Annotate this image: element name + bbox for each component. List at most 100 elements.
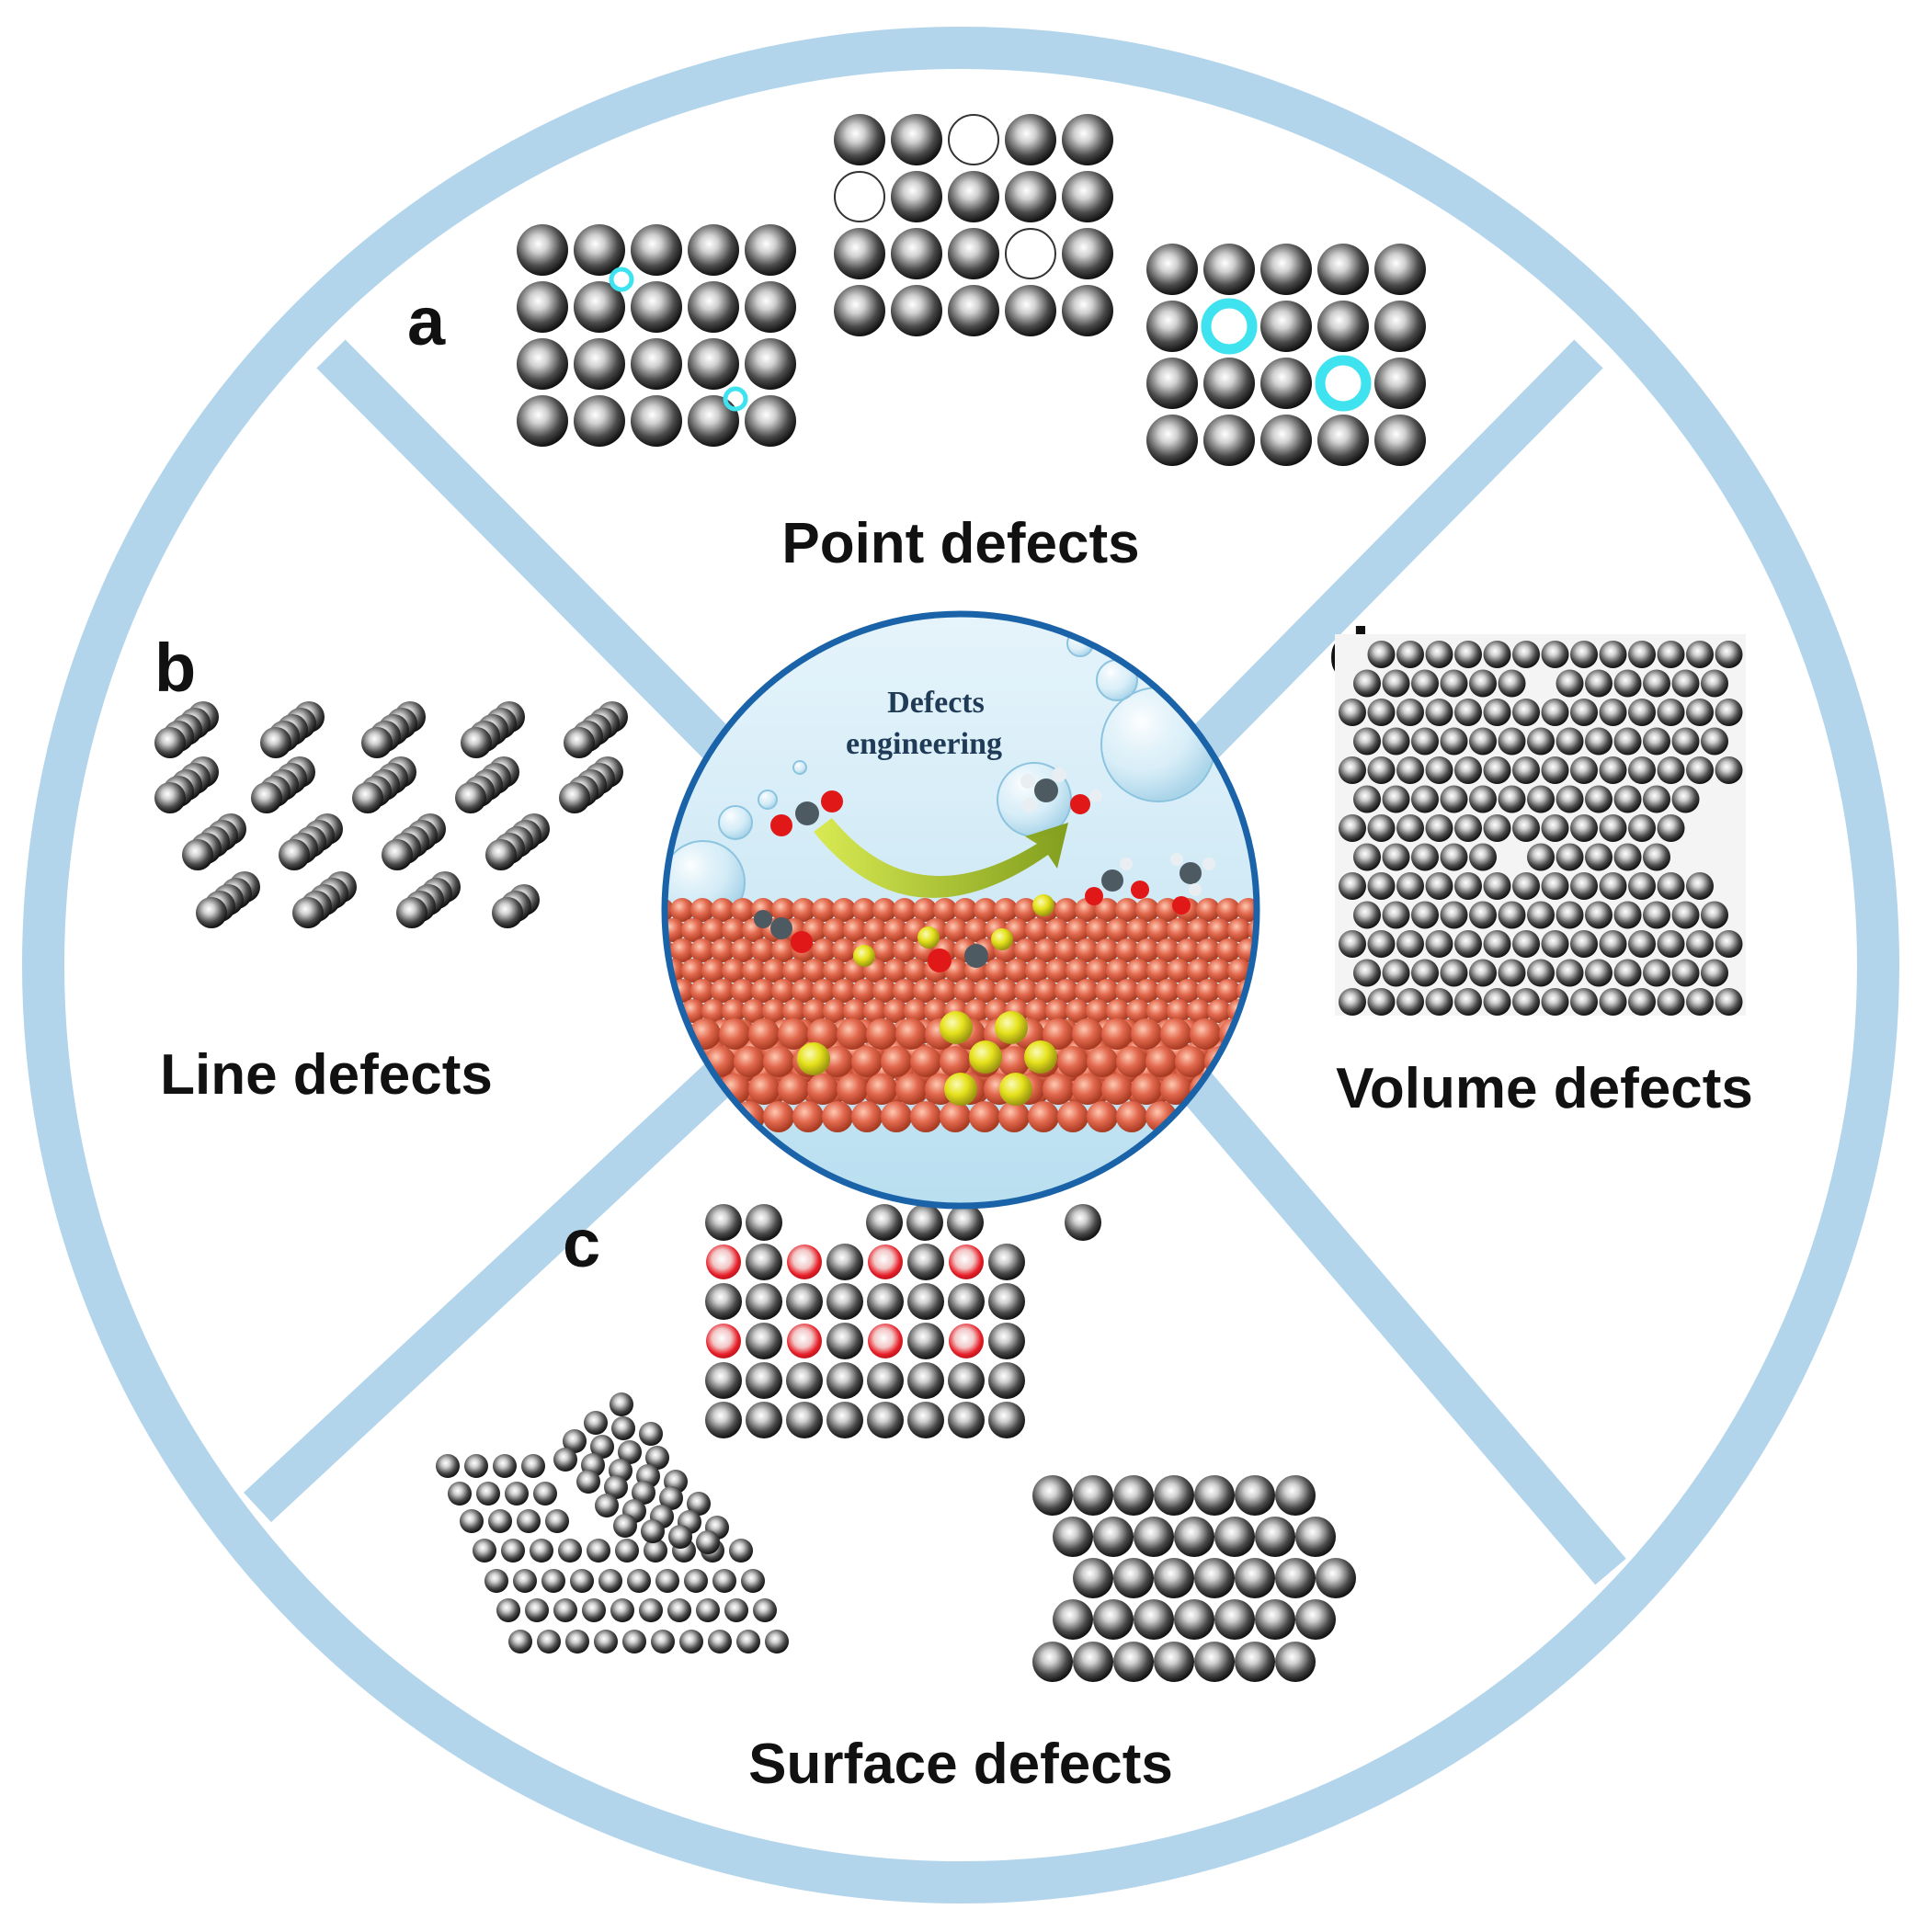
- vacancy-site: [948, 114, 999, 165]
- substrate-atom: [1014, 979, 1038, 1003]
- atom: [1396, 872, 1424, 900]
- atom: [517, 338, 568, 390]
- atom: [1613, 901, 1642, 929]
- atom: [1599, 988, 1627, 1016]
- atom: [1483, 814, 1511, 842]
- substrate-atom: [1005, 959, 1029, 983]
- atom: [891, 171, 942, 222]
- oxygen-atom: [1131, 881, 1149, 899]
- panel-letter-c: c: [563, 1205, 600, 1281]
- atom: [1585, 669, 1613, 698]
- atom: [574, 338, 625, 390]
- atom: [1260, 301, 1312, 352]
- substrate-atom: [778, 1074, 809, 1105]
- panel-line-defects: b Line defects: [154, 630, 628, 1107]
- atom: [1498, 901, 1526, 929]
- atom: [1671, 959, 1700, 987]
- substrate-atom: [910, 1046, 941, 1077]
- atom: [1235, 1558, 1275, 1598]
- atom: [1295, 1517, 1336, 1557]
- atom: [746, 1204, 782, 1241]
- substrate-atom: [782, 999, 806, 1023]
- atom: [1146, 415, 1198, 466]
- substrate-atom: [1126, 959, 1150, 983]
- line-defects-label: Line defects: [160, 1043, 493, 1107]
- panel-letter-b: b: [154, 630, 196, 706]
- substrate-atom: [823, 959, 847, 983]
- atom: [947, 1204, 984, 1241]
- substrate-atom: [1106, 999, 1130, 1023]
- substrate-atom: [823, 999, 847, 1023]
- atom: [826, 1244, 863, 1280]
- atom: [1483, 872, 1511, 900]
- atom: [1671, 727, 1700, 756]
- substrate-atom: [1131, 1074, 1162, 1105]
- atom: [396, 897, 427, 928]
- atom: [615, 1539, 639, 1563]
- surface-substitution-lattice: [705, 1204, 1101, 1438]
- atom: [765, 1630, 789, 1654]
- atom: [639, 1422, 663, 1446]
- substrate-atom: [940, 1101, 971, 1132]
- atom: [687, 1492, 711, 1516]
- atom: [1483, 988, 1511, 1016]
- atom: [154, 727, 186, 758]
- atom: [610, 1392, 633, 1416]
- hydrogen-atom: [1202, 858, 1215, 870]
- atom: [1062, 285, 1113, 336]
- atom: [1613, 959, 1642, 987]
- substrate-atom: [1014, 938, 1038, 962]
- atom: [352, 782, 383, 813]
- substrate-atom: [1054, 938, 1078, 962]
- vacancy-lattice: [834, 114, 1113, 336]
- atom: [488, 1509, 512, 1533]
- atom: [182, 839, 213, 870]
- center-illustration: Defects engineering: [661, 610, 1260, 1210]
- dopant-atom: [917, 926, 940, 949]
- substrate-atom: [872, 979, 896, 1003]
- substrate-atom: [1176, 938, 1200, 962]
- atom: [1440, 843, 1468, 871]
- substrate-atom: [1095, 938, 1119, 962]
- atom: [907, 1323, 944, 1359]
- atom: [501, 1539, 525, 1563]
- atom: [1527, 901, 1555, 929]
- atom: [948, 1362, 985, 1399]
- atom: [460, 1509, 484, 1533]
- substrate-atom: [872, 938, 896, 962]
- atom: [988, 1283, 1025, 1320]
- substrate-atom: [1014, 898, 1038, 922]
- atom: [1440, 901, 1468, 929]
- substrate-atom: [964, 999, 988, 1023]
- atom: [688, 224, 739, 276]
- atom: [1643, 901, 1670, 929]
- atom: [553, 1448, 577, 1472]
- atom: [668, 1525, 692, 1549]
- atom: [1353, 785, 1381, 813]
- substrate-atom: [1190, 1018, 1221, 1050]
- substrate-atom: [1072, 1018, 1103, 1050]
- atom: [382, 839, 413, 870]
- atom: [1512, 641, 1540, 668]
- atom: [1628, 988, 1656, 1016]
- substrate-atom: [812, 898, 836, 922]
- substrate-atom: [731, 938, 755, 962]
- substrate-atom: [731, 979, 755, 1003]
- atom: [724, 1598, 748, 1622]
- atom: [1411, 843, 1439, 871]
- atom: [891, 285, 942, 336]
- atom: [485, 839, 517, 870]
- atom: [696, 1598, 720, 1622]
- carbon-atom: [964, 944, 988, 968]
- substrate-atom: [1126, 999, 1150, 1023]
- atom: [948, 1283, 985, 1320]
- atom: [513, 1569, 537, 1593]
- substrate-atom: [701, 918, 725, 942]
- catalyst-surface: [665, 894, 1257, 1132]
- atom: [948, 285, 999, 336]
- surface-defects-label: Surface defects: [748, 1733, 1173, 1796]
- atom: [659, 1486, 683, 1510]
- atom: [476, 1482, 500, 1506]
- substrate-atom: [940, 1046, 971, 1077]
- substrate-atom: [1025, 959, 1049, 983]
